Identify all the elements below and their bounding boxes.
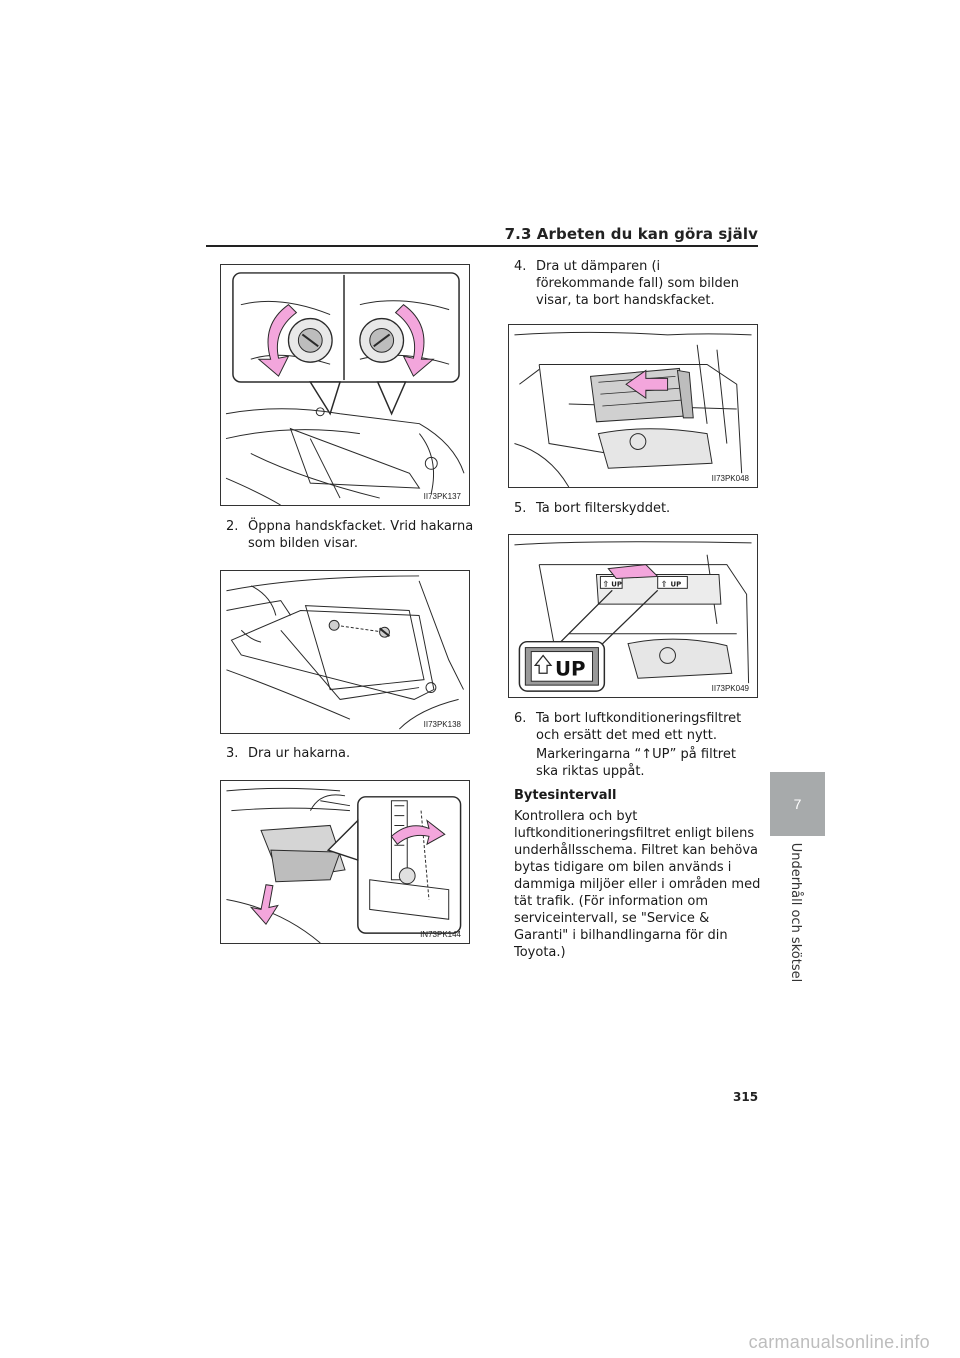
step-text: Ta bort filterskyddet. <box>536 501 671 516</box>
step-text: Dra ut dämparen (i förekommande fall) so… <box>536 259 739 308</box>
header-rule <box>206 245 758 247</box>
interval-heading: Bytesintervall <box>514 788 617 803</box>
step-number: 5. <box>514 501 527 516</box>
svg-text:⇧: ⇧ <box>602 579 609 588</box>
figure-remove-glovebox: IN73PK144 <box>220 780 470 944</box>
step-number: 6. <box>514 711 527 726</box>
figure-filter-up-marking: ⇧ UP ⇧ UP UP II73PK049 <box>508 534 758 698</box>
watermark: carmanualsonline.info <box>748 1332 930 1352</box>
figure-glovebox-latches-drawing <box>226 575 464 730</box>
step-number: 2. <box>226 519 239 534</box>
filter-up-label: UP <box>555 657 586 680</box>
figure-turn-knobs-drawing <box>225 272 465 505</box>
chapter-title-vertical: Underhåll och skötsel <box>786 842 806 982</box>
interval-body: Kontrollera och byt luftkonditioneringsf… <box>514 809 761 960</box>
figure-code: II73PK048 <box>711 474 749 483</box>
figure-remove-glovebox-drawing <box>226 787 462 943</box>
step-2: 2. Öppna handskfacket. Vrid hakarna som … <box>226 518 474 552</box>
chapter-number: 7 <box>793 796 802 812</box>
step-text: Öppna handskfacket. Vrid hakarna som bil… <box>248 519 474 551</box>
svg-text:⇧: ⇧ <box>661 579 668 588</box>
figure-filter-cover-drawing <box>514 331 752 487</box>
filter-small-label: UP <box>611 580 622 588</box>
figure-glovebox-latches: II73PK138 <box>220 570 470 734</box>
step-6-note: Markeringarna “↑UP” på filtret ska rikta… <box>536 747 736 779</box>
chapter-title: Underhåll och skötsel <box>788 842 804 982</box>
section-title: 7.3 Arbeten du kan göra själv <box>504 225 758 243</box>
step-text: Ta bort luftkonditioneringsfiltret och e… <box>536 711 742 743</box>
step-6: 6. Ta bort luftkonditioneringsfiltret oc… <box>514 710 762 744</box>
step-number: 3. <box>226 746 239 761</box>
step-text: Dra ur hakarna. <box>248 746 351 761</box>
step-5: 5. Ta bort filterskyddet. <box>514 500 762 517</box>
figure-code: II73PK049 <box>711 684 749 693</box>
page-number: 315 <box>733 1090 759 1104</box>
figure-code: IN73PK144 <box>420 930 461 939</box>
step-number: 4. <box>514 259 527 274</box>
figure-code: II73PK138 <box>423 720 461 729</box>
figure-filter-cover: II73PK048 <box>508 324 758 488</box>
figure-turn-knobs: II73PK137 <box>220 264 470 506</box>
chapter-tab: 7 <box>770 772 825 836</box>
step-3: 3. Dra ur hakarna. <box>226 745 474 762</box>
figure-code: II73PK137 <box>423 492 461 501</box>
step-4: 4. Dra ut dämparen (i förekommande fall)… <box>514 258 762 309</box>
filter-small-label-2: UP <box>671 580 682 588</box>
figure-filter-up-marking-drawing: ⇧ UP ⇧ UP UP <box>514 541 752 692</box>
